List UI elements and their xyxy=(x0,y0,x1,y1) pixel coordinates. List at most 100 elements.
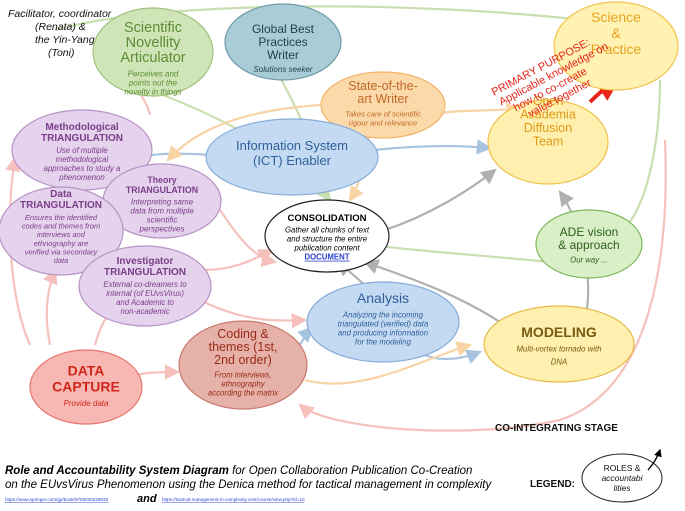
theory-desc-line: scientific xyxy=(147,215,178,224)
data-capture-node xyxy=(29,349,143,425)
ade-vision-title-line: & approach xyxy=(558,238,619,252)
arrow-orange-coding-modeling xyxy=(304,341,473,385)
analysis-desc-line: for the modeling xyxy=(355,337,412,346)
open-academia-title-line: Academia xyxy=(520,108,576,122)
investigator-title-line: Investigator xyxy=(117,256,174,267)
node-text: ScientificNovellityArticulatorPerceives … xyxy=(20,9,642,408)
arrow-pink-capture-coding xyxy=(134,364,181,380)
arrow-green-right-down xyxy=(607,79,662,243)
arrow-green-ade-consolidation xyxy=(357,237,551,264)
global-best-node xyxy=(224,3,342,81)
investigator-desc-line: and Academic to xyxy=(116,298,174,307)
coding-desc-line: ethnography xyxy=(221,379,265,388)
caption-url1[interactable]: https://www.springer.com/gp/book/9783030… xyxy=(5,497,109,502)
coding-title-line: Coding & xyxy=(217,327,269,341)
modeling-desc-line: Multi-vortex tornado with xyxy=(517,344,602,353)
modeling-node xyxy=(483,305,635,383)
global-best-title-line: Writer xyxy=(267,48,299,62)
arrow-blue-ict-open xyxy=(374,139,493,155)
caption-and: and xyxy=(137,493,157,505)
theory-desc-line: perspectives xyxy=(139,224,185,233)
science-practice-node xyxy=(553,1,679,91)
legend-item-line2: accountabi xyxy=(601,473,643,483)
analysis-desc-line: and producing information xyxy=(338,328,428,337)
coding-title-line: 2nd order) xyxy=(214,353,272,367)
data-tri-desc-line: codes and themes from xyxy=(22,222,100,231)
theory-title-line: TRIANGULATION xyxy=(126,185,198,195)
caption-line1: Role and Accountability System Diagram f… xyxy=(5,465,472,477)
data-capture-desc-line: Provide data xyxy=(64,399,109,408)
information-system-title-line: (ICT) Enabler xyxy=(253,153,332,168)
coding-desc-line: according the matrix xyxy=(208,388,279,397)
data-tri-node xyxy=(0,186,124,276)
methodological-desc-line: Use of multiple xyxy=(56,146,108,155)
caption-url2[interactable]: https://tactical-management-in-complexit… xyxy=(162,497,305,502)
global-best-desc-line: Solutions seeker xyxy=(253,65,312,74)
theory-title-line: Theory xyxy=(147,175,176,185)
caption-line2: on the EUvsVirus Phenomenon using the De… xyxy=(5,479,492,491)
facilitator-line4: (Toni) xyxy=(48,47,74,59)
open-academia-title-line: Team xyxy=(533,135,564,149)
coding-desc-line: From interviews, xyxy=(214,370,271,379)
methodological-desc-line: phenomenon xyxy=(58,173,105,182)
information-system-node xyxy=(205,118,379,196)
information-system-title-line: Information System xyxy=(236,138,348,153)
legend-label: LEGEND: xyxy=(530,479,575,490)
investigator-desc-line: non-academic xyxy=(121,307,170,316)
facilitator-line1: Facilitator, coordinator xyxy=(8,8,112,20)
data-tri-title-line: TRIANGULATION xyxy=(20,200,102,211)
arrow-pink-capture-data xyxy=(42,267,58,346)
data-capture-title-line: DATA xyxy=(68,362,105,378)
investigator-node xyxy=(78,245,212,327)
investigator-desc-line: External co-dreamers to xyxy=(103,280,187,289)
analysis-desc-line: Analyzing the incoming xyxy=(342,310,424,319)
legend-arrow-icon xyxy=(647,448,662,471)
investigator-title-line: TRIANGULATION xyxy=(104,267,186,278)
facilitator-line3: the Yin-Yang xyxy=(35,34,95,46)
theory-desc-line: Interpreting same xyxy=(131,197,194,206)
scientific-novelty-title-line: Novellity xyxy=(126,35,182,51)
facilitator-line2: (Renata) & xyxy=(35,21,86,33)
arrow-gray-modeling-consolidation xyxy=(362,259,501,323)
data-tri-desc-line: Ensures the identified xyxy=(25,213,98,222)
scientific-novelty-title-line: Articulator xyxy=(120,50,185,66)
analysis-title-line: Analysis xyxy=(357,290,409,306)
investigator-desc-line: internal (of EUvsVirus) xyxy=(106,289,184,298)
coding-node xyxy=(178,320,308,410)
data-tri-desc-line: ethnography are xyxy=(34,239,89,248)
caption-title-rest: for Open Collaboration Publication Co-Cr… xyxy=(229,465,473,477)
consolidation-node xyxy=(264,199,390,273)
data-tri-desc-line: data xyxy=(54,256,69,265)
methodological-desc-line: approaches to study a xyxy=(44,164,121,173)
document-link[interactable]: DOCUMENT xyxy=(304,253,349,262)
arrow-orange-state-theory xyxy=(166,103,321,162)
global-best-title-line: Global Best xyxy=(252,22,315,36)
methodological-title-line: Methodological xyxy=(45,122,119,133)
arrow-pink-investigator-consolidation xyxy=(204,248,274,272)
scientific-novelty-title-line: Scientific xyxy=(124,20,182,36)
legend-ellipse xyxy=(581,453,663,503)
ade-vision-node xyxy=(535,209,643,279)
data-tri-desc-line: interviews and xyxy=(37,230,86,239)
methodological-desc-line: methodological xyxy=(56,155,109,164)
global-best-title-line: Practices xyxy=(258,35,307,49)
state-of-art-node xyxy=(320,71,446,139)
arrow-pink-right-loop xyxy=(298,139,667,432)
modeling-desc-line: DNA xyxy=(551,357,567,366)
data-tri-desc-line: verified via secondary xyxy=(25,247,99,256)
state-of-art-desc-line: rigour and relevance xyxy=(349,119,417,128)
caption-title-bold: Role and Accountability System Diagram xyxy=(5,465,229,477)
data-capture-title-line: CAPTURE xyxy=(52,378,120,394)
state-of-art-title-line: State-of-the- xyxy=(348,79,417,93)
consolidation-desc-line: and structure the entire xyxy=(287,235,368,244)
ade-vision-desc-line: Our way ... xyxy=(570,255,608,264)
arrow-gray-consolidation-open xyxy=(384,168,497,232)
modeling-title-line: MODELING xyxy=(521,324,597,340)
arrow-pink-theory-consolidation xyxy=(219,209,278,267)
ade-vision-title-line: ADE vision xyxy=(560,225,619,239)
scientific-novelty-node xyxy=(92,7,214,97)
science-practice-title-line: & xyxy=(611,25,621,41)
scientific-novelty-desc-line: points out the xyxy=(128,79,178,88)
methodological-title-line: TRIANGULATION xyxy=(41,133,123,144)
